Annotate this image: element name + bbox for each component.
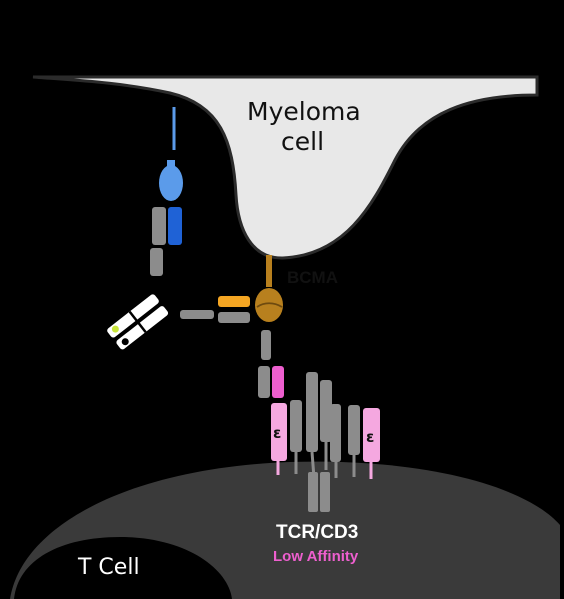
- fc-receptor: [159, 107, 183, 245]
- cd3-epsilon-label-right: ε: [366, 428, 374, 446]
- cd3-zeta-chain: [308, 472, 318, 512]
- anti-cd3-fab: [258, 366, 284, 398]
- bcma-receptor: [255, 255, 283, 322]
- antibody-hinge: [180, 310, 214, 319]
- cd3-epsilon-label-left: ε: [273, 424, 281, 442]
- marker-dot-black: [121, 338, 129, 346]
- tcr-cd3-complex: [271, 372, 380, 512]
- myeloma-label-line2: cell: [281, 127, 324, 156]
- bcma-label: BCMA: [287, 268, 338, 287]
- t-cell-label: T Cell: [77, 555, 140, 580]
- affinity-label: Low Affinity: [273, 548, 359, 565]
- myeloma-label-line1: Myeloma: [247, 97, 361, 126]
- antibody-fc-region: [150, 207, 166, 276]
- t-cell-nucleus: [14, 537, 232, 599]
- marker-dot-yellow: [111, 325, 119, 333]
- cd3-epsilon-right: [363, 408, 380, 462]
- white-fab-arm: [107, 294, 169, 350]
- antibody-linker: [261, 330, 271, 360]
- tcr-cd3-label: TCR/CD3: [276, 522, 358, 543]
- cd3-epsilon-left: [271, 403, 287, 461]
- anti-bcma-fab: [218, 296, 250, 323]
